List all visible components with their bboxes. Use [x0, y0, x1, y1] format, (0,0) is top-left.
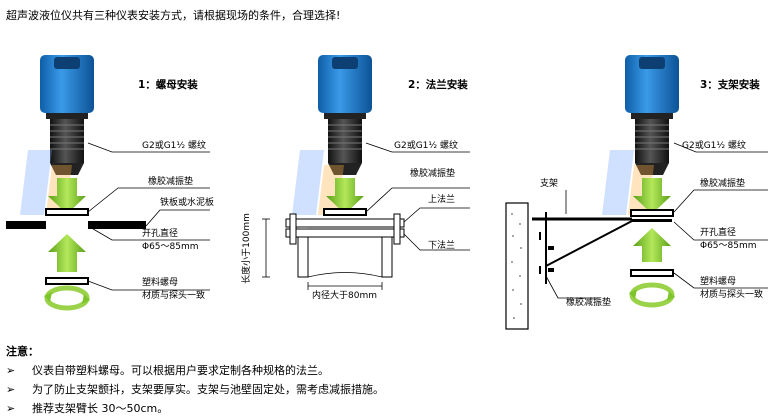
- s1-hole-size: Φ65～85mm: [142, 242, 199, 252]
- s3-hole-label: 开孔直径: [700, 228, 737, 238]
- s2-rubber-pad-label: 橡胶减振垫: [410, 169, 456, 179]
- probe-2: [318, 55, 372, 175]
- notes-heading: 注意：: [6, 345, 39, 358]
- s3-rubber-pad-label: 橡胶减振垫: [700, 179, 746, 189]
- s3-nut-label: 塑料螺母: [700, 277, 737, 287]
- down-arrow-icon: [48, 178, 86, 214]
- s1-nut-material: 材质与探头一致: [142, 291, 206, 301]
- up-arrow-icon: [633, 228, 671, 262]
- note-item: ➢ 仪表自带塑料螺母。可以根据用户要求定制各种规格的法兰。: [6, 361, 384, 380]
- s1-thread-label: G2或G1½ 螺纹: [142, 141, 206, 151]
- notes-block: 注意： ➢ 仪表自带塑料螺母。可以根据用户要求定制各种规格的法兰。 ➢ 为了防止…: [6, 342, 384, 418]
- s3-bottom-pad-label: 橡胶减振垫: [566, 298, 612, 308]
- rotate-icon: [44, 285, 90, 311]
- section-2-graphics: [262, 142, 470, 290]
- bullet-arrow-icon: ➢: [6, 383, 16, 396]
- s2-lower-flange-label: 下法兰: [428, 241, 456, 251]
- rotate-icon: [629, 282, 675, 308]
- note-item: ➢ 为了防止支架颤抖，支架要厚实。支架与池壁固定处，需考虑减振措施。: [6, 380, 384, 399]
- note-text: 为了防止支架颤抖，支架要厚实。支架与池壁固定处，需考虑减振措施。: [32, 383, 384, 396]
- s3-hole-size: Φ65～85mm: [700, 241, 757, 251]
- down-arrow-icon: [326, 178, 364, 214]
- s3-thread-label: G2或G1½ 螺纹: [682, 141, 746, 151]
- section-3-heading: 3：支架安装: [700, 79, 760, 91]
- s3-nut-material: 材质与探头一致: [700, 290, 764, 300]
- section-1-heading: 1：螺母安装: [138, 79, 198, 91]
- section-3-graphics: [505, 142, 768, 330]
- probe-3: [625, 55, 679, 175]
- s2-thread-label: G2或G1½ 螺纹: [394, 141, 458, 151]
- note-text: 推荐支架臂长 30～50cm。: [32, 402, 169, 415]
- note-text: 仪表自带塑料螺母。可以根据用户要求定制各种规格的法兰。: [32, 364, 329, 377]
- probe-1: [40, 55, 94, 175]
- s2-upper-flange-label: 上法兰: [428, 195, 456, 205]
- s3-bracket-label: 支架: [540, 179, 559, 189]
- section-1-graphics: [6, 142, 210, 311]
- s1-nut-label: 塑料螺母: [142, 278, 179, 288]
- note-item: ➢ 推荐支架臂长 30～50cm。: [6, 399, 384, 418]
- bullet-arrow-icon: ➢: [6, 364, 16, 377]
- section-2-heading: 2：法兰安装: [408, 79, 468, 91]
- bullet-arrow-icon: ➢: [6, 402, 16, 415]
- s2-inner-dia-label: 内径大于80mm: [312, 291, 377, 301]
- s1-hole-label: 开孔直径: [142, 229, 179, 239]
- up-arrow-icon: [48, 234, 86, 272]
- s1-rubber-pad-label: 橡胶减振垫: [148, 177, 194, 187]
- s2-length-label: 长度小于100mm: [241, 213, 252, 284]
- page-title: 超声波液位仪共有三种仪表安装方式，请根据现场的条件，合理选择!: [6, 9, 341, 22]
- down-arrow-icon: [633, 178, 671, 214]
- s1-plate-label: 铁板或水泥板: [160, 198, 215, 208]
- wall: [505, 202, 529, 330]
